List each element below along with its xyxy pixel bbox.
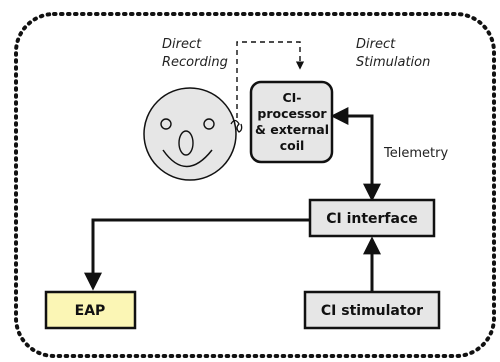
ci-interface-label: CI interface <box>326 211 418 227</box>
ci-processor-label-3: & external <box>255 122 329 137</box>
interface-to-eap-arrow <box>84 218 310 291</box>
telemetry-line <box>330 107 381 202</box>
eap-label: EAP <box>75 303 106 319</box>
eap-box <box>44 290 137 330</box>
ci-processor-label-2: processor <box>257 106 327 121</box>
outer-boundary <box>14 12 496 358</box>
ci-stimulator-box <box>303 290 441 330</box>
direct-stimulation-label-line1: Direct <box>356 37 396 52</box>
direct-recording-label-line1: Direct <box>162 37 202 52</box>
ci-stimulator-label: CI stimulator <box>321 303 423 319</box>
ci-processor-label-1: CI- <box>282 90 301 105</box>
ci-interface-box <box>308 198 436 238</box>
smiling-face-icon <box>143 87 243 181</box>
ci-processor-label-4: coil <box>280 138 305 153</box>
telemetry-label: Telemetry <box>383 146 448 161</box>
direct-stimulation-label-line2: Stimulation <box>356 55 430 70</box>
direct-recording-label-line2: Recording <box>162 55 228 70</box>
direct-recording-dashed-line <box>236 41 305 118</box>
